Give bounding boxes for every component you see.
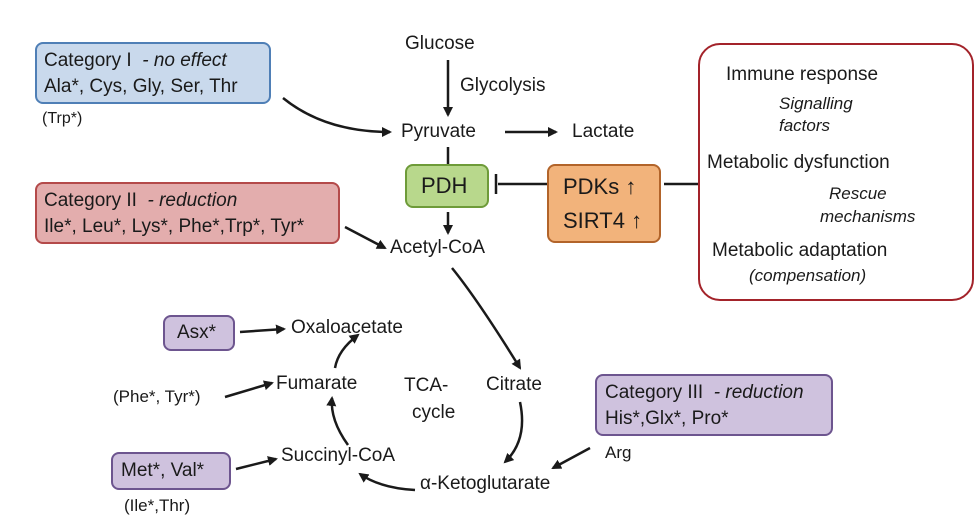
signalling-label: Signalling <box>779 94 853 113</box>
category3-title: Category III <box>605 382 704 403</box>
rescue-label: Rescue <box>829 184 887 203</box>
ketoglutarate-to-succinyl-arrow <box>358 472 416 492</box>
category3-extra: Arg <box>605 443 632 462</box>
factors-label: factors <box>779 116 831 135</box>
asx-arrow <box>239 324 286 335</box>
fumarate-to-oxaloacetate-arrow <box>333 333 360 369</box>
ketoglutarate-label: α-Ketoglutarate <box>420 473 551 494</box>
category3-arrow <box>551 446 591 470</box>
category2-box: Category II - reduction Ile*, Leu*, Lys*… <box>35 182 340 244</box>
glucose-label: Glucose <box>405 33 475 54</box>
met-val-label: Met*, Val* <box>121 460 205 481</box>
met-val-arrow <box>235 456 278 471</box>
asx-label: Asx* <box>177 322 217 343</box>
pdh-label: PDH <box>421 173 468 198</box>
mechanisms-label: mechanisms <box>820 207 916 226</box>
category2-heading: Category II - reduction <box>44 190 237 212</box>
category1-title: Category I <box>44 50 132 71</box>
lactate-label: Lactate <box>572 121 635 142</box>
ile-thr-label: (Ile*,Thr) <box>124 496 191 515</box>
category2-effect: - reduction <box>147 190 238 211</box>
tca-center-label-1: TCA- <box>404 375 449 396</box>
category2-members: Ile*, Leu*, Lys*, Phe*,Trp*, Tyr* <box>44 216 305 237</box>
pdh-box: PDH <box>405 164 489 208</box>
category1-effect: - no effect <box>142 50 227 71</box>
acetyl-coa-to-citrate-arrow <box>451 267 522 370</box>
glycolysis-label: Glycolysis <box>460 75 546 96</box>
immune-response-label: Immune response <box>726 64 879 85</box>
immune-panel <box>698 43 974 301</box>
asx-box: Asx* <box>163 315 235 351</box>
category1-arrow <box>282 97 392 137</box>
category2-title: Category II <box>44 190 137 211</box>
phe-tyr-arrow <box>224 380 274 399</box>
pdk-sirt4-box: PDKs ↑ SIRT4 ↑ <box>547 164 661 243</box>
metabolic-dysfunction-label: Metabolic dysfunction <box>707 152 890 173</box>
fumarate-label: Fumarate <box>276 373 358 394</box>
category3-members: His*,Glx*, Pro* <box>605 408 729 429</box>
phe-tyr-label: (Phe*, Tyr*) <box>113 387 201 406</box>
category3-heading: Category III - reduction <box>605 382 804 404</box>
compensation-label: (compensation) <box>749 266 867 285</box>
category1-box: Category I - no effect Ala*, Cys, Gly, S… <box>35 42 271 104</box>
category1-extra: (Trp*) <box>42 110 83 127</box>
category2-arrow <box>344 225 387 250</box>
citrate-label: Citrate <box>486 374 542 395</box>
succinyl-to-fumarate-arrow <box>326 396 350 446</box>
met-val-box: Met*, Val* <box>111 452 231 490</box>
tca-center-label-2: cycle <box>412 402 456 423</box>
pdks-label: PDKs ↑ <box>563 174 637 199</box>
category3-effect: - reduction <box>713 382 804 403</box>
category1-heading: Category I - no effect <box>44 50 227 72</box>
pyruvate-label: Pyruvate <box>401 121 476 142</box>
citrate-to-ketoglutarate-arrow <box>503 401 524 464</box>
category1-members: Ala*, Cys, Gly, Ser, Thr <box>44 76 238 97</box>
metabolic-adaptation-label: Metabolic adaptation <box>712 240 888 261</box>
acetyl-coa-label: Acetyl-CoA <box>390 237 486 258</box>
category3-box: Category III - reduction His*,Glx*, Pro* <box>595 374 833 436</box>
sirt4-label: SIRT4 ↑ <box>563 208 643 233</box>
succinyl-coa-label: Succinyl-CoA <box>281 445 396 466</box>
oxaloacetate-label: Oxaloacetate <box>291 317 403 338</box>
